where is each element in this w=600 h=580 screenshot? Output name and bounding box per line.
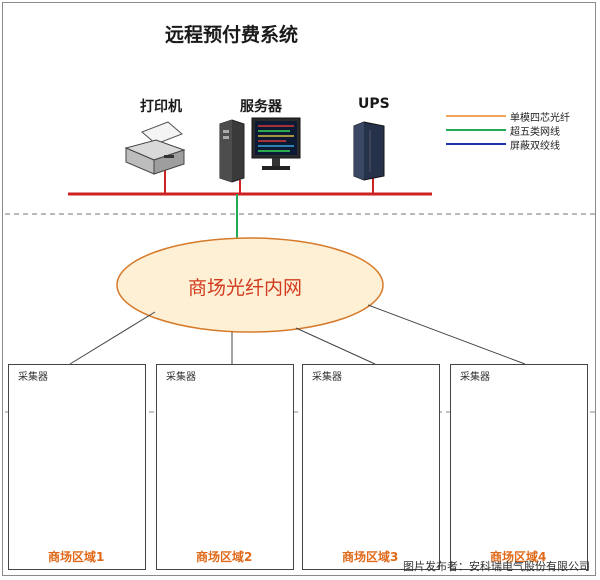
zone-title-2: 商场区域2 (196, 550, 253, 564)
ups-icon (353, 121, 385, 181)
legend-cat5-label: 超五类网线 (510, 127, 560, 138)
printer-label: 打印机 (140, 99, 182, 115)
legend-stp-label: 屏蔽双绞线 (510, 141, 560, 152)
zone-box-2 (156, 364, 294, 570)
ups-label: UPS (358, 96, 390, 112)
network-label: 商场光纤内网 (188, 277, 303, 299)
intranet-cloud (116, 237, 384, 333)
collector-label-4: 采集器 (460, 372, 490, 383)
zone-title-3: 商场区域3 (342, 550, 399, 564)
page-title: 远程预付费系统 (165, 24, 299, 46)
publisher-caption: 图片发布者：安科瑞电气股份有限公司 (403, 560, 590, 573)
server-icon (219, 117, 301, 183)
zone-uplinks (69, 304, 526, 365)
collector-label-1: 采集器 (18, 372, 48, 383)
zone-box-4 (450, 364, 588, 570)
zone-box-3 (302, 364, 440, 570)
zone-box-1 (8, 364, 146, 570)
zone-title-4: 商场区域4 (490, 550, 547, 564)
legend-fiber-label: 单模四芯光纤 (510, 113, 570, 124)
collector-label-2: 采集器 (166, 372, 196, 383)
collector-label-3: 采集器 (312, 372, 342, 383)
server-label: 服务器 (240, 99, 282, 115)
zone-title-1: 商场区域1 (48, 550, 105, 564)
printer-icon (124, 121, 186, 175)
diagram-frame (2, 2, 596, 576)
